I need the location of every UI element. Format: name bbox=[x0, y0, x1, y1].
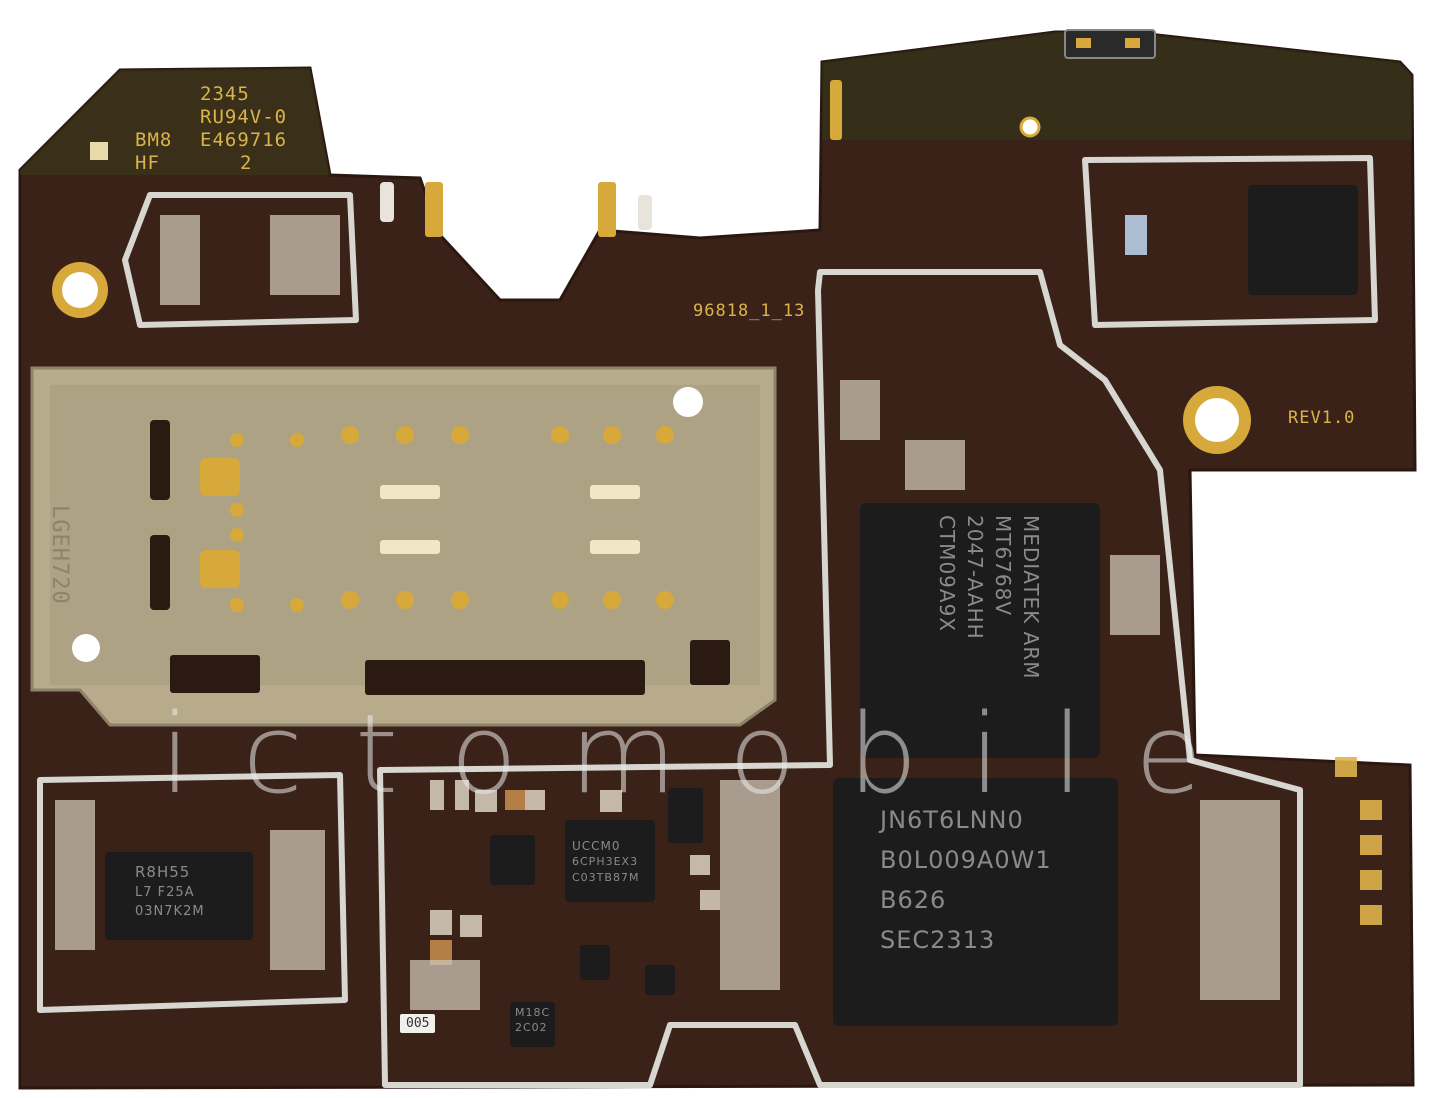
silk-maker: BM8 bbox=[135, 129, 173, 151]
silk-ul-rating: RU94V-0 bbox=[200, 106, 288, 128]
memory-chip bbox=[833, 778, 1118, 1026]
sim-card-tray bbox=[30, 366, 777, 727]
small-ic bbox=[510, 1002, 555, 1047]
shield-main bbox=[377, 269, 1303, 1088]
silk-halogen: HF bbox=[135, 152, 160, 174]
sticker-label: 005 bbox=[400, 1014, 436, 1033]
silk-date-code: 2345 bbox=[200, 83, 250, 105]
charger-chip bbox=[565, 820, 655, 902]
shield-pmic bbox=[37, 772, 348, 1013]
silk-revision: REV1.0 bbox=[1288, 408, 1356, 428]
shield-wifi bbox=[1082, 155, 1378, 328]
small-ic-marking: M18C 2C02 bbox=[515, 1006, 551, 1034]
shield-rf-top bbox=[122, 192, 359, 328]
silk-ul-file: E469716 bbox=[200, 129, 288, 151]
top-connector bbox=[1064, 29, 1156, 59]
silk-layer: 2 bbox=[240, 152, 253, 174]
memory-marking: JN6T6LNN0 B0L009A0W1 B626 SEC2313 bbox=[880, 806, 1052, 954]
soc-chip bbox=[860, 503, 1100, 758]
soc-marking: MEDIATEK ARM MT6768V 2047-AAHH CTM09A9X bbox=[935, 515, 1043, 680]
wifi-chip bbox=[1248, 185, 1358, 295]
pmic-small-chip bbox=[105, 852, 253, 940]
pmic-small-marking: R8H55 L7 F25A 03N7K2M bbox=[135, 863, 205, 919]
charger-marking: UCCM0 6CPH3EX3 C03TB87M bbox=[572, 839, 640, 884]
silk-board-id: 96818_1_13 bbox=[693, 301, 806, 321]
watermark: ictomobile bbox=[160, 690, 1255, 818]
tray-mark: LGEH720 bbox=[47, 505, 72, 605]
